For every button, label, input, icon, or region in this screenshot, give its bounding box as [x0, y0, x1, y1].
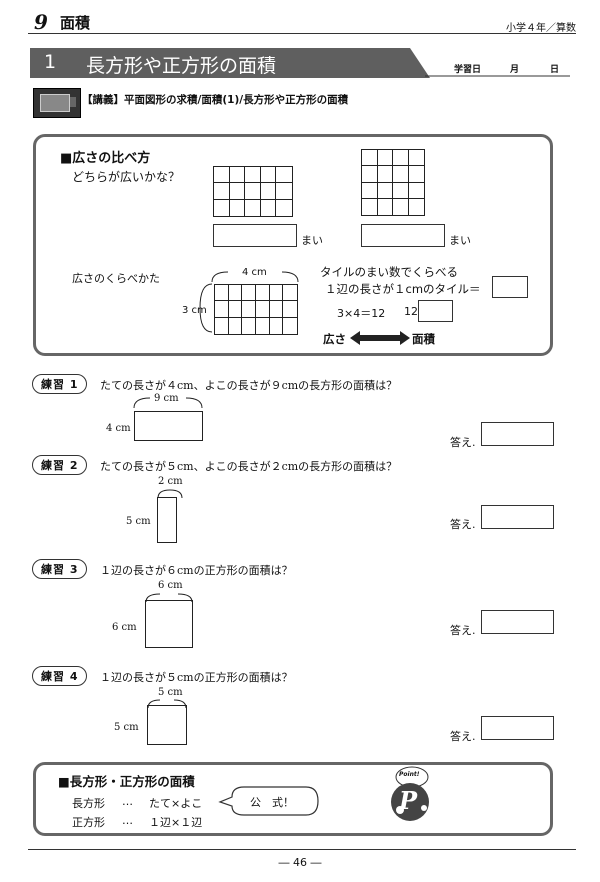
tile-grid-left [213, 166, 293, 217]
measure-grid [214, 284, 298, 335]
result: 12 [404, 305, 418, 318]
exercise-4-answer-label: 答え. [450, 730, 476, 743]
unit-left: まい [301, 234, 323, 247]
tile-answer-box[interactable] [492, 276, 528, 298]
day-label: 日 [550, 65, 560, 75]
compare-heading: ■広さの比べ方 [60, 151, 151, 166]
exercise-2-label: 練習 2 [32, 455, 88, 475]
speech-bubble-text: 公 式！ [250, 796, 294, 809]
answer-box-right[interactable] [361, 224, 445, 247]
exercise-1-question: たての長さが４cm、よこの長さが９cmの長方形の面積は？ [100, 379, 398, 392]
month-label: 月 [510, 65, 520, 75]
video-icon[interactable] [33, 88, 81, 118]
header-rule [28, 33, 576, 34]
exercise-4-label: 練習 4 [32, 666, 88, 686]
exercise-4-top-label: 5 cm [158, 687, 183, 698]
exercise-4-bracket [147, 699, 187, 709]
exercise-3-answer-label: 答え. [450, 624, 476, 637]
method-label: 広さのくらべかた [72, 272, 160, 285]
point-letter: P [399, 786, 418, 815]
exercise-4-square [147, 705, 187, 745]
compare-panel [33, 134, 553, 356]
point-badge-icon [391, 766, 429, 821]
point-small-text: Point! [399, 771, 420, 778]
tile-count-text: タイルのまい数でくらべる [320, 265, 458, 279]
section-title: 長方形や正方形の面積 [86, 55, 277, 77]
measure-brackets [199, 271, 299, 333]
chapter-title: 面積 [60, 14, 91, 32]
height-label: 3 cm [182, 305, 207, 316]
exercise-3-answer-box[interactable] [481, 610, 554, 634]
exercise-2-question: たての長さが５cm、よこの長さが２cmの長方形の面積は？ [100, 460, 398, 473]
compare-question: どちらが広いかな？ [72, 170, 181, 184]
lecture-title: 【講義】平面図形の求積/面積(1)/長方形や正方形の面積 [82, 94, 349, 106]
square-dots: … [122, 814, 133, 827]
study-date-label: 学習日 [454, 65, 482, 75]
footer-rule [28, 849, 576, 850]
rect-label: 長方形 [72, 797, 105, 810]
exercise-1-answer-label: 答え. [450, 436, 476, 449]
exercise-2-top-label: 2 cm [158, 476, 183, 487]
speech-bubble-shape [218, 786, 319, 816]
exercise-1-bracket [133, 397, 203, 409]
section-title-bar: 1 長方形や正方形の面積 学習日 月 日 [30, 48, 570, 78]
exercise-1-rect [134, 411, 203, 441]
exercise-3-side-label: 6 cm [112, 622, 137, 633]
double-arrow-icon [350, 331, 410, 345]
exercise-3-top-label: 6 cm [158, 580, 183, 591]
tile-size-text: １辺の長さが１cmのタイル＝ [325, 282, 481, 296]
exercise-2-answer-box[interactable] [481, 505, 554, 529]
exercise-1-side-label: 4 cm [106, 423, 131, 434]
exercise-1-top-label: 9 cm [154, 393, 179, 404]
exercise-4-question: １辺の長さが５cmの正方形の面積は？ [100, 671, 293, 684]
formula: 3×4＝12 [337, 307, 386, 320]
summary-heading: ■長方形・正方形の面積 [58, 774, 195, 789]
grade-label: 小学４年／算数 [506, 23, 576, 34]
answer-box-left[interactable] [213, 224, 297, 247]
rect-dots: … [122, 795, 133, 808]
exercise-2-side-label: 5 cm [126, 516, 151, 527]
square-label: 正方形 [72, 816, 105, 829]
summary-panel [33, 762, 553, 836]
area-from: 広さ [323, 332, 346, 346]
chapter-number-icon: 9 [34, 10, 48, 34]
title-bar-shape [30, 48, 570, 78]
section-number: 1 [44, 51, 57, 73]
width-label: 4 cm [242, 267, 267, 278]
exercise-2-rect [157, 497, 177, 543]
exercise-3-label: 練習 3 [32, 559, 88, 579]
unit-right: まい [449, 234, 471, 247]
exercise-4-answer-box[interactable] [481, 716, 554, 740]
area-to: 面積 [412, 332, 435, 346]
exercise-2-answer-label: 答え. [450, 518, 476, 531]
tile-grid-right [361, 149, 425, 216]
exercise-4-side-label: 5 cm [114, 722, 139, 733]
exercise-3-question: １辺の長さが６cmの正方形の面積は？ [100, 564, 293, 577]
exercise-1-label: 練習 1 [32, 374, 88, 394]
exercise-1-answer-box[interactable] [481, 422, 554, 446]
square-formula: １辺×１辺 [149, 816, 203, 829]
exercise-3-square [145, 600, 193, 648]
chapter-header: 9 面積 小学４年／算数 [28, 8, 576, 34]
page-number: ― 46 ― [278, 856, 322, 869]
exercise-2-bracket [157, 489, 183, 499]
result-unit-box[interactable] [418, 300, 453, 322]
rect-formula: たて×よこ [149, 797, 203, 810]
